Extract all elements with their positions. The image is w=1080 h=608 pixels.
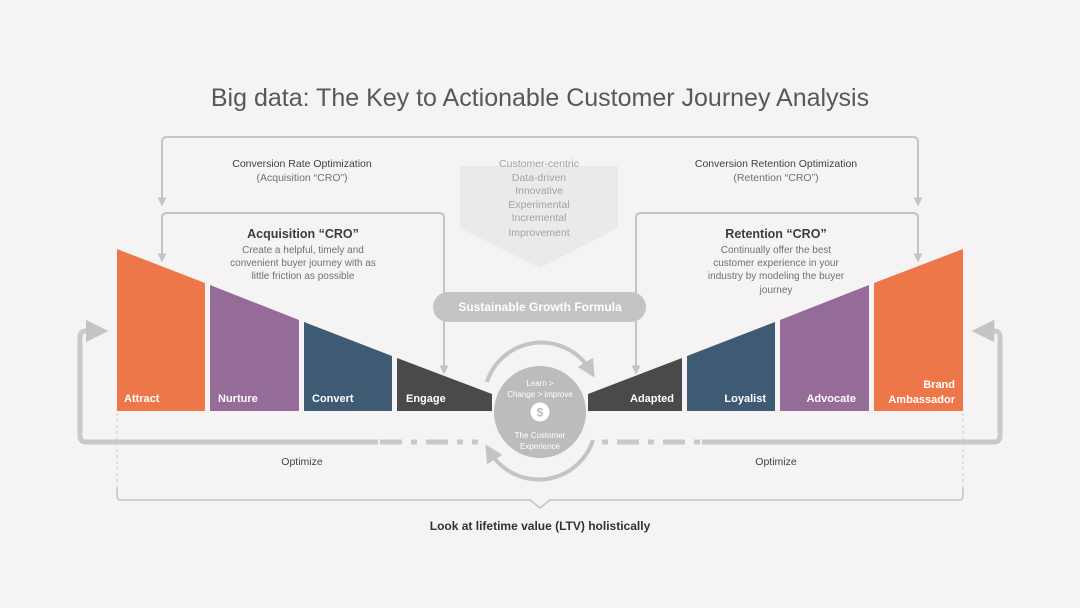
cycle-bottom-line: Experience xyxy=(520,442,561,451)
retention-desc-line: customer experience in your xyxy=(713,258,839,269)
left-return-arrow xyxy=(77,319,460,445)
stage-label: Attract xyxy=(124,393,160,405)
ltv-brace xyxy=(116,488,964,509)
stage-nurture xyxy=(210,285,299,411)
journey-stages: Attract Nurture Convert Engage Adapted L… xyxy=(117,249,963,411)
cycle-top-line: Change > improve xyxy=(507,390,573,399)
acquisition-desc-line: convenient buyer journey with as xyxy=(230,258,376,269)
acquisition-loop-arrow xyxy=(157,212,449,375)
growth-formula-pill xyxy=(433,292,646,322)
acquisition-heading: Acquisition “CRO” xyxy=(247,227,359,241)
stage-engage xyxy=(397,358,492,411)
pillar-item: Improvement xyxy=(508,227,569,239)
retention-loop-arrow xyxy=(631,212,923,375)
stage-advocate xyxy=(780,285,869,411)
stage-loyalist xyxy=(687,322,775,411)
cycle-bottom-line: The Customer xyxy=(515,431,566,440)
cycle-arrow-bottom xyxy=(485,439,595,482)
growth-formula-label: Sustainable Growth Formula xyxy=(458,300,622,314)
stage-label: Loyalist xyxy=(724,393,766,405)
experience-cycle: Learn > Change > improve $ The Customer … xyxy=(485,340,595,482)
retention-heading: Retention “CRO” xyxy=(725,227,826,241)
stage-label: Engage xyxy=(406,393,446,405)
stage-attract xyxy=(117,249,205,411)
stage-label-line2: Ambassador xyxy=(888,394,955,406)
retention-desc-line: Continually offer the best xyxy=(721,245,832,256)
ltv-label: Look at lifetime value (LTV) holisticall… xyxy=(430,519,651,533)
optimize-left-label: Optimize xyxy=(281,456,323,468)
pillar-item: Experimental xyxy=(508,199,569,211)
acquisition-desc-line: little friction as possible xyxy=(252,271,355,282)
left-loop-sublabel: (Acquisition “CRO”) xyxy=(256,172,347,184)
stage-label: Advocate xyxy=(806,393,856,405)
pillar-item: Data-driven xyxy=(512,172,566,184)
retention-desc-line: industry by modeling the buyer xyxy=(708,271,845,282)
pillar-item: Incremental xyxy=(512,212,567,224)
svg-text:$: $ xyxy=(537,406,544,420)
retention-desc-line: journey xyxy=(759,285,793,296)
pillars-arrow-shape xyxy=(460,166,618,268)
dollar-icon: $ xyxy=(530,402,550,422)
pillar-item: Innovative xyxy=(515,185,563,197)
right-return-arrow xyxy=(620,319,1003,445)
stage-label: Adapted xyxy=(630,393,674,405)
right-loop-sublabel: (Retention “CRO”) xyxy=(733,172,818,184)
stage-label: Nurture xyxy=(218,393,258,405)
stage-convert xyxy=(304,322,392,411)
cycle-arrow-top xyxy=(485,340,595,383)
pillars-list: Customer-centric Data-driven Innovative … xyxy=(499,158,579,239)
page-title: Big data: The Key to Actionable Customer… xyxy=(211,84,869,112)
cycle-top-line: Learn > xyxy=(526,379,554,388)
left-loop-label: Conversion Rate Optimization xyxy=(232,158,372,170)
right-loop-label: Conversion Retention Optimization xyxy=(695,158,857,170)
stage-adapted xyxy=(588,358,682,411)
optimize-right-label: Optimize xyxy=(755,456,797,468)
outer-loop-arrow xyxy=(157,136,923,207)
stage-brand-ambassador xyxy=(874,249,963,411)
acquisition-desc-line: Create a helpful, timely and xyxy=(242,245,364,256)
stage-label: Convert xyxy=(312,393,354,405)
pillar-item: Customer-centric xyxy=(499,158,579,170)
stage-label: Brand xyxy=(923,379,955,391)
